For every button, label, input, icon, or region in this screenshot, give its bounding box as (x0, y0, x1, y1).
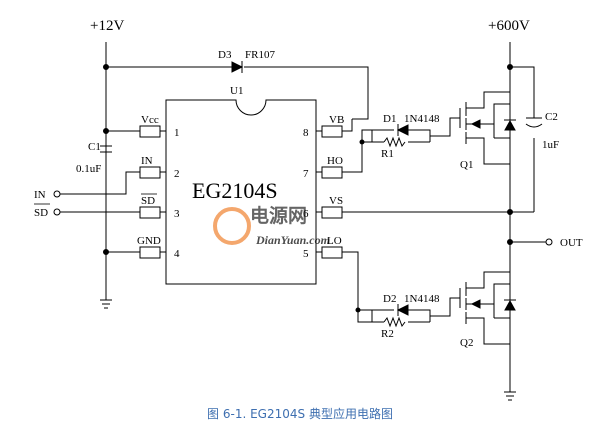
d1-diode-arrow (396, 124, 409, 136)
out-port-label: OUT (560, 237, 583, 249)
ic-ref: U1 (230, 85, 243, 97)
d3-ref: D3 (218, 49, 232, 61)
q2-ref: Q2 (460, 337, 473, 349)
watermark-logo: 电源网 DianYuan.com (213, 204, 330, 247)
pin-5-num: 5 (303, 248, 309, 260)
pin-in-name: IN (141, 155, 153, 167)
pin-vb-name: VB (329, 114, 344, 126)
pin-6-num: 6 (303, 208, 309, 220)
pin-vs-name: VS (329, 195, 343, 207)
pin-lo-name: LO (327, 235, 342, 247)
pin-7-num: 7 (303, 168, 309, 180)
c1-value: 0.1uF (76, 163, 101, 175)
pin-2-num: 2 (174, 168, 180, 180)
vcc-rail-label: +12V (90, 18, 124, 34)
figure-caption: 图 6-1. EG2104S 典型应用电路图 (207, 407, 393, 421)
in-terminal (53, 190, 61, 198)
d2-value: 1N4148 (404, 293, 440, 305)
pin-3-num: 3 (174, 208, 180, 220)
q1-ref: Q1 (460, 159, 473, 171)
r2-ref: R2 (381, 328, 394, 340)
pin-1-num: 1 (174, 127, 180, 139)
q2-body-diode (504, 299, 516, 311)
hv-rail-label: +600V (488, 18, 530, 34)
pin-ho-name: HO (327, 155, 343, 167)
c2-value: 1uF (542, 139, 559, 151)
r1-ref: R1 (381, 148, 394, 160)
sd-terminal (53, 208, 61, 216)
pin-4-num: 4 (174, 248, 180, 260)
ic-part-number: EG2104S (192, 178, 278, 203)
d3-diode-arrow (231, 61, 244, 73)
d2-diode-arrow (396, 304, 409, 316)
sd-port-label: SD (34, 207, 48, 219)
pin-sd-name: SD (141, 195, 155, 207)
d1-value: 1N4148 (404, 113, 440, 125)
c1-ref: C1 (88, 141, 101, 153)
q1-gate-arrow (470, 119, 481, 129)
q1-body-diode (504, 119, 516, 131)
d3-value: FR107 (245, 49, 275, 61)
c2-ref: C2 (545, 111, 558, 123)
d1-ref: D1 (383, 113, 396, 125)
pin-8-num: 8 (303, 127, 309, 139)
watermark-cn: 电源网 (250, 204, 307, 227)
watermark-url: DianYuan.com (255, 233, 330, 247)
d2-ref: D2 (383, 293, 396, 305)
q2-gate-arrow (470, 299, 481, 309)
out-terminal (545, 238, 553, 246)
pin-vcc-name: Vcc (141, 114, 159, 126)
pin-gnd-name: GND (137, 235, 161, 247)
in-port-label: IN (34, 189, 46, 201)
